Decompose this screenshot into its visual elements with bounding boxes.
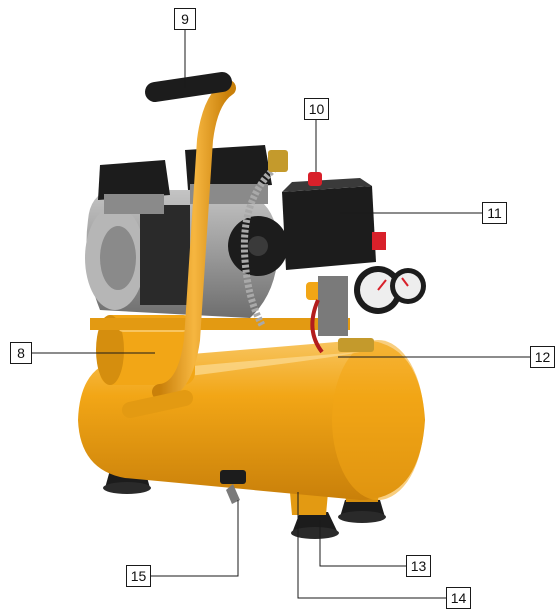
handle-frame bbox=[152, 80, 236, 400]
tank-gauge-needle bbox=[377, 279, 387, 291]
cylinder-head-left bbox=[98, 160, 170, 200]
mounting-plate bbox=[90, 318, 350, 330]
cooling-fan-hub bbox=[248, 236, 268, 256]
handle-lower-bar bbox=[122, 390, 193, 418]
pressure-gauges bbox=[354, 266, 426, 314]
callout-13: 13 bbox=[406, 555, 431, 577]
callout-15: 15 bbox=[126, 565, 151, 587]
power-switch-button bbox=[372, 232, 386, 250]
drain-valve bbox=[220, 470, 246, 484]
handle-grip bbox=[145, 72, 232, 102]
hose-fitting bbox=[268, 150, 288, 172]
manifold-pipe bbox=[318, 276, 348, 336]
foot-rear-left-base bbox=[103, 482, 151, 494]
leader-lines bbox=[32, 26, 530, 599]
leader-15 bbox=[151, 500, 239, 577]
callout-10: 10 bbox=[304, 98, 329, 120]
head-fins-left bbox=[104, 194, 164, 214]
carry-handle bbox=[122, 72, 236, 418]
leader-13 bbox=[319, 520, 406, 567]
capacitor-housing bbox=[96, 315, 195, 385]
braided-hose bbox=[240, 165, 278, 327]
callout-12: 12 bbox=[530, 346, 555, 368]
leader-14 bbox=[297, 492, 446, 599]
callout-8: 8 bbox=[10, 342, 32, 364]
drain-valve-stem bbox=[226, 484, 240, 504]
pressure-switch-top bbox=[282, 178, 372, 192]
outlet-manifold bbox=[306, 276, 374, 354]
motor-end-ring bbox=[100, 226, 136, 290]
motor-dark-band bbox=[140, 205, 190, 305]
tank-end-cap bbox=[332, 340, 424, 500]
red-hose bbox=[310, 299, 324, 354]
callout-9: 9 bbox=[174, 8, 196, 30]
foot-front-mid-base bbox=[291, 527, 339, 539]
foot-front-right-base bbox=[338, 511, 386, 523]
capacitor-end bbox=[96, 315, 124, 385]
callout-11: 11 bbox=[482, 202, 507, 224]
callout-14: 14 bbox=[446, 587, 471, 609]
pressure-switch-box bbox=[282, 186, 376, 270]
pressure-switch bbox=[282, 172, 386, 270]
capacitor-body bbox=[100, 315, 195, 385]
outlet-gauge-needle bbox=[401, 277, 409, 287]
relief-valve bbox=[308, 172, 322, 186]
quick-coupler bbox=[338, 338, 374, 352]
